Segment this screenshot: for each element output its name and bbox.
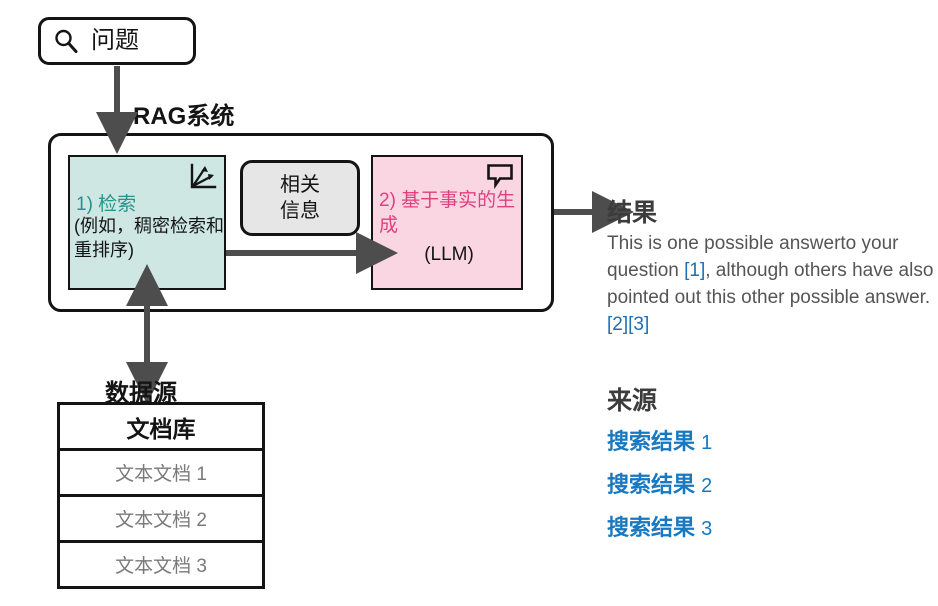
search-icon <box>55 29 78 53</box>
table-row[interactable]: 文本文档 3 <box>57 540 265 589</box>
source-number-1: 1 <box>701 432 713 454</box>
document-library-header: 文档库 <box>57 402 265 451</box>
relevant-info-line1: 相关 <box>280 174 320 196</box>
source-label-1: 搜索结果 <box>607 429 696 454</box>
answer-part-2: , although others have also pointed out … <box>607 259 934 308</box>
speech-bubble-icon <box>487 164 513 189</box>
sources-title: 来源 <box>607 387 658 415</box>
rag-system-label: RAG系统 <box>133 103 235 130</box>
result-answer-text: This is one possible answerto your quest… <box>607 231 937 339</box>
source-label-2: 搜索结果 <box>607 472 696 497</box>
citation-2[interactable]: [2] <box>607 313 629 335</box>
answer-part-1: This is one possible answerto your quest… <box>607 233 899 281</box>
generation-subtitle: (LLM) <box>424 244 474 265</box>
question-search-box[interactable]: 问题 <box>38 17 196 65</box>
table-row[interactable]: 文本文档 1 <box>57 448 265 497</box>
source-number-3: 3 <box>701 518 713 540</box>
sources-list: 搜索结果 1 搜索结果 2 搜索结果 3 <box>607 424 867 553</box>
question-label: 问题 <box>91 27 139 54</box>
citation-1[interactable]: [1] <box>684 259 706 281</box>
vector-scatter-icon <box>190 163 217 189</box>
document-row-2[interactable]: 文本文档 2 <box>57 494 265 543</box>
document-row-1[interactable]: 文本文档 1 <box>57 448 265 497</box>
retrieval-subtitle: (例如，稠密检索和重排序) <box>74 216 224 260</box>
relevant-info-box: 相关 信息 <box>240 160 360 236</box>
source-link-1[interactable]: 搜索结果 1 <box>607 424 867 456</box>
result-title: 结果 <box>607 199 658 227</box>
generation-title: 2) 基于事实的生成 <box>379 190 516 236</box>
retrieval-stage-box: 1) 检索 (例如，稠密检索和重排序) <box>68 155 226 290</box>
document-library-table: 文档库 文本文档 1 文本文档 2 文本文档 3 <box>57 402 265 589</box>
relevant-info-line2: 信息 <box>280 200 320 222</box>
document-row-3[interactable]: 文本文档 3 <box>57 540 265 589</box>
retrieval-title: 1) 检索 <box>76 194 137 215</box>
source-label-3: 搜索结果 <box>607 515 696 540</box>
table-header-row: 文档库 <box>57 402 265 451</box>
generation-stage-box: 2) 基于事实的生成 (LLM) <box>371 155 523 290</box>
source-number-2: 2 <box>701 475 713 497</box>
source-link-3[interactable]: 搜索结果 3 <box>607 510 867 542</box>
table-row[interactable]: 文本文档 2 <box>57 494 265 543</box>
citation-3[interactable]: [3] <box>628 313 650 335</box>
source-link-2[interactable]: 搜索结果 2 <box>607 467 867 499</box>
